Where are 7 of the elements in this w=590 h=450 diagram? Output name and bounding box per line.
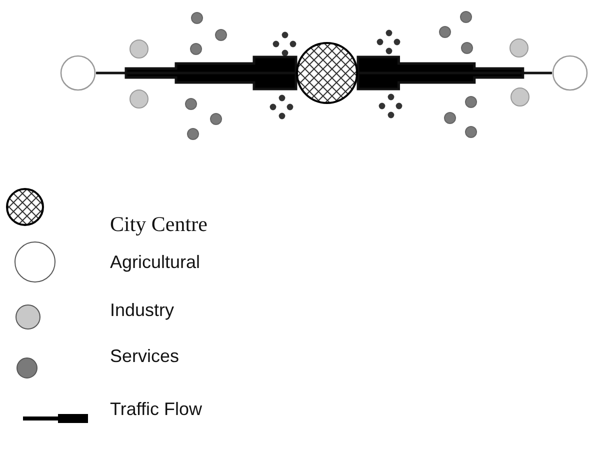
legend-label: City Centre — [110, 212, 208, 237]
legend-label: Agricultural — [110, 252, 200, 273]
traffic-flow-bar — [94, 56, 298, 90]
traffic-flow-bar — [356, 56, 554, 90]
legend-label: Services — [110, 346, 180, 367]
legend-label: Industry — [110, 300, 174, 321]
legend-label: Traffic Flow — [110, 399, 202, 420]
